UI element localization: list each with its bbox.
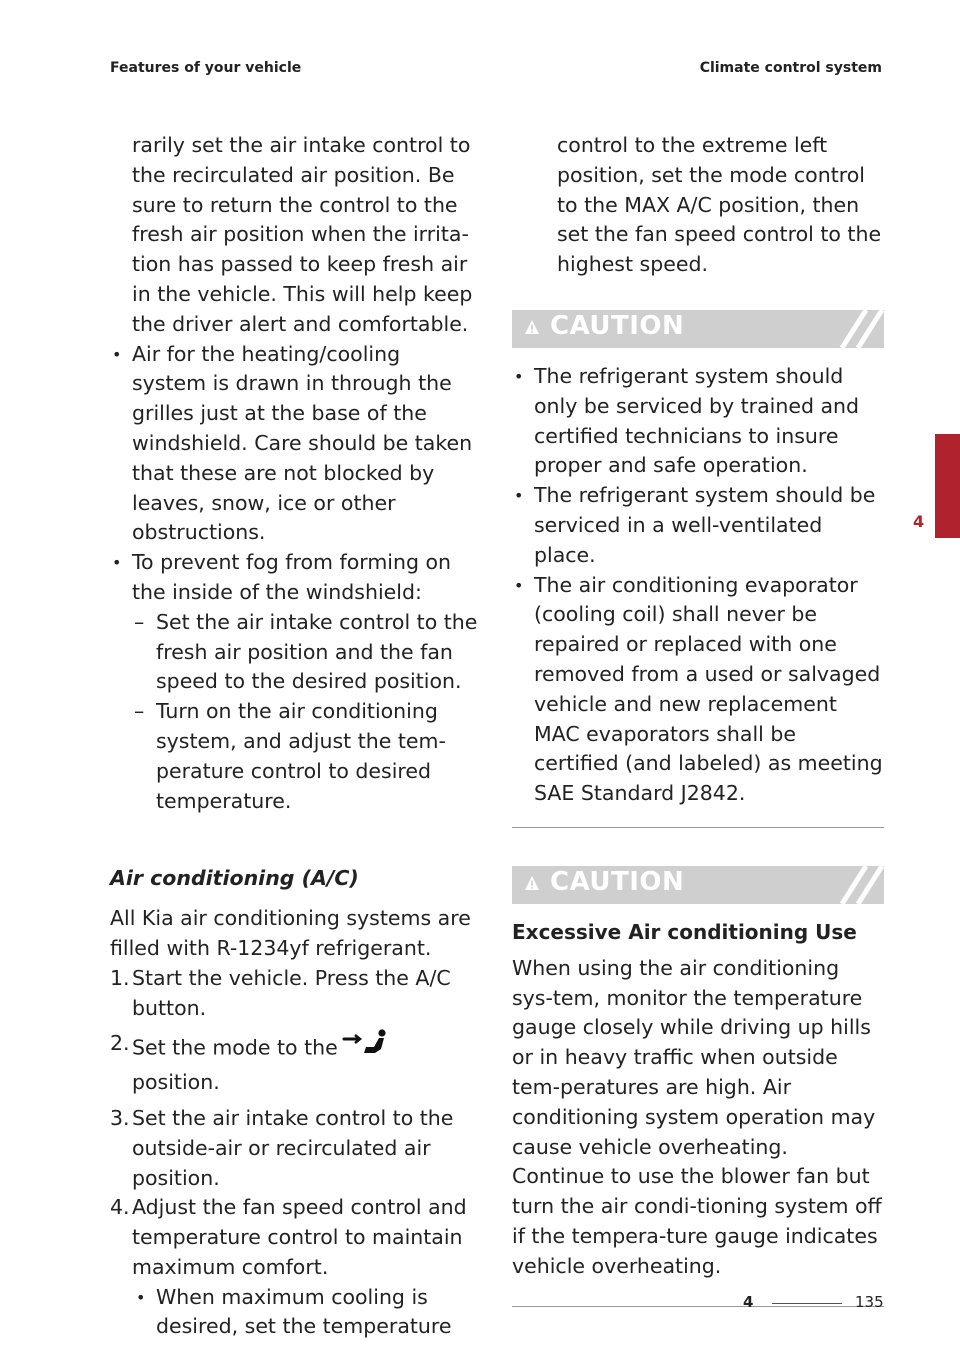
step-1: 1.Start the vehicle. Press the A/C butto… (110, 965, 451, 1020)
chapter-side-tab (935, 434, 960, 538)
caution1-bullet-3: The air conditioning evaporator (cooling… (512, 571, 884, 809)
stripes-decoration (839, 309, 884, 348)
intro-continuation: rarily set the air intake control to the… (132, 133, 473, 336)
right-column: control to the extreme left position, se… (512, 131, 884, 1307)
chapter-side-tab-number: 4 (913, 512, 925, 531)
warning-icon (525, 319, 539, 334)
stripes-decoration (839, 865, 884, 904)
footer-divider (772, 1303, 842, 1304)
caution-label: CAUTION (550, 866, 685, 897)
bullet-prevent-fog: To prevent fog from forming on the insid… (110, 548, 480, 608)
max-cooling-continuation: control to the extreme left position, se… (557, 133, 882, 277)
caution-banner-1: CAUTION (512, 309, 884, 348)
step-2: 2.Set the mode to theposition. (110, 1029, 480, 1098)
caution-banner-2: CAUTION (512, 865, 884, 904)
header-chapter-title: Climate control system (699, 60, 882, 76)
step-3: 3.Set the air intake control to the outs… (110, 1105, 454, 1190)
sub-bullet-max-cooling: When maximum cooling is desired, set the… (110, 1283, 480, 1343)
header-section-title: Features of your vehicle (110, 60, 302, 76)
section-title-air-conditioning: Air conditioning (A/C) (110, 866, 359, 891)
caution2-body: When using the air conditioning sys-tem,… (512, 955, 882, 1278)
caution1-bullet-2: The refrigerant system should be service… (512, 481, 884, 570)
divider (512, 826, 884, 828)
caution-label: CAUTION (550, 310, 685, 341)
vent-mode-icon (342, 1029, 390, 1068)
left-column: rarily set the air intake control to the… (110, 131, 480, 1342)
bullet-air-intake-grilles: Air for the heating/cooling system is dr… (110, 340, 480, 549)
footer-chapter-number: 4 (743, 1293, 754, 1311)
warning-icon (525, 875, 539, 890)
caution2-heading: Excessive Air conditioning Use (512, 919, 857, 944)
caution1-bullet-1: The refrigerant system should only be se… (512, 362, 884, 481)
dash-fresh-air: Set the air intake control to the fresh … (110, 608, 480, 697)
footer-page-number: 135 (855, 1293, 884, 1311)
divider (512, 1305, 884, 1307)
dash-turn-on-ac: Turn on the air conditioning system, and… (110, 697, 480, 816)
section-intro: All Kia air conditioning systems are fil… (110, 906, 471, 960)
step-4: 4.Adjust the fan speed control and tempe… (110, 1195, 467, 1279)
